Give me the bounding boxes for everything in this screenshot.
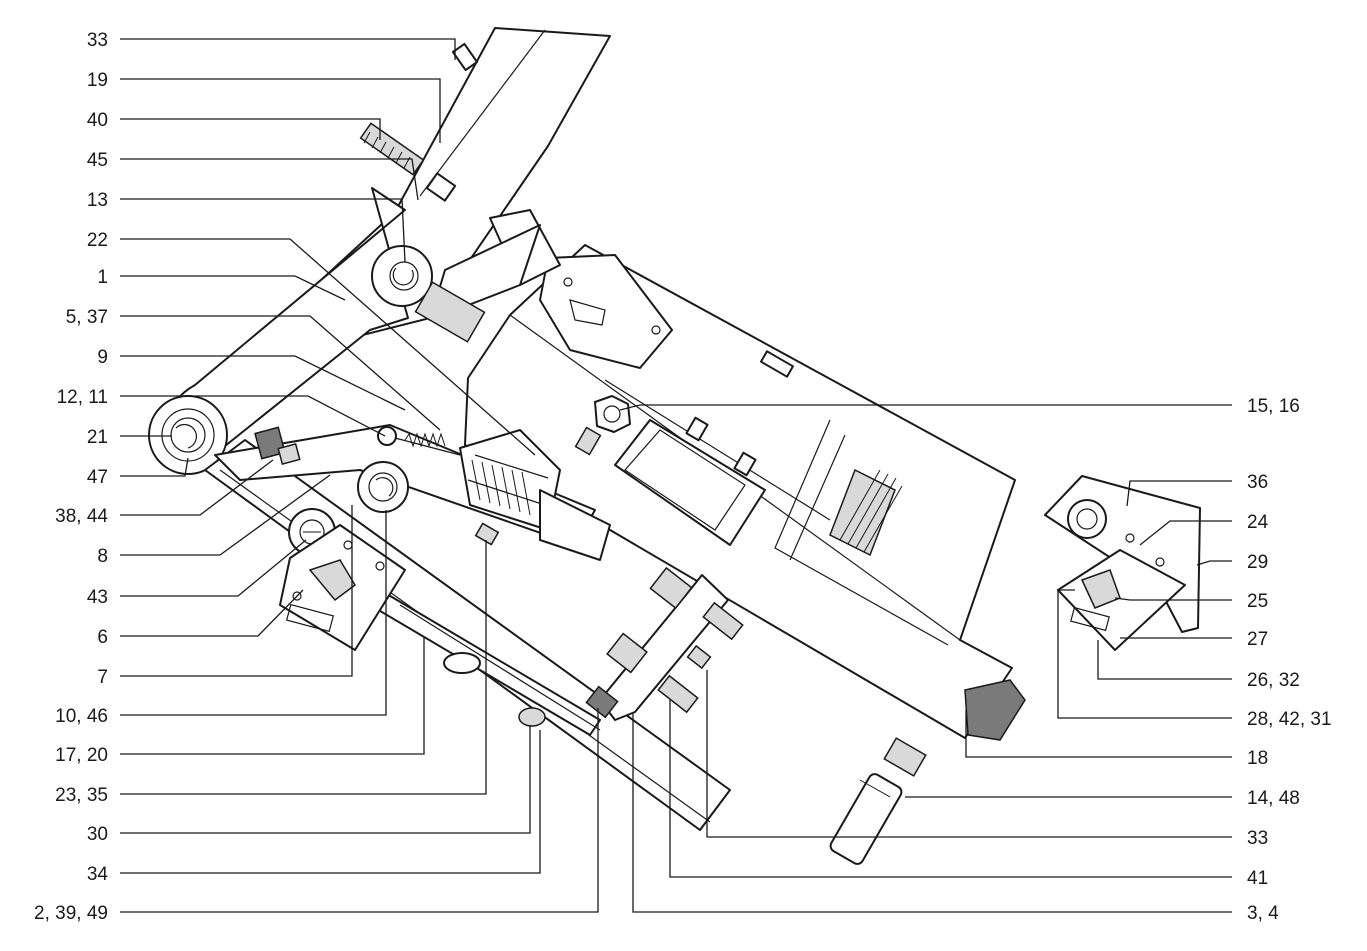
left-callouts: 33 19 40 45 13 22 1 5, 37 9 12, 11 21 47… — [34, 30, 108, 924]
callout-label: 21 — [87, 427, 108, 448]
leader-lines — [120, 38, 1232, 913]
pulley-10 — [357, 461, 409, 513]
part-34 — [443, 652, 481, 674]
callout-label: 17, 20 — [55, 745, 108, 766]
callout-label: 23, 35 — [55, 785, 108, 806]
callout-label: 43 — [87, 587, 108, 608]
callout-label: 3, 4 — [1247, 903, 1279, 924]
screw-14 — [829, 737, 927, 865]
callout-label: 36 — [1247, 472, 1268, 493]
switch-plate — [539, 254, 673, 369]
callout-label: 18 — [1247, 748, 1268, 769]
spring-5 — [394, 432, 461, 456]
callout-label: 26, 32 — [1247, 670, 1300, 691]
callout-label: 34 — [87, 864, 109, 885]
callout-label: 24 — [1247, 512, 1269, 533]
pivot-13 — [371, 245, 433, 307]
eye-bolt-12 — [377, 426, 397, 446]
callout-label: 10, 46 — [55, 706, 108, 727]
callout-label: 14, 48 — [1247, 788, 1300, 809]
callout-label: 2, 39, 49 — [34, 903, 108, 924]
callout-label: 40 — [87, 110, 108, 131]
part-30 — [518, 707, 546, 727]
callout-label: 28, 42, 31 — [1247, 709, 1332, 730]
callout-label: 38, 44 — [55, 506, 108, 527]
cross-bracket — [585, 566, 744, 721]
callout-label: 12, 11 — [57, 387, 108, 408]
callout-label: 5, 37 — [66, 307, 108, 328]
part-23 — [474, 522, 500, 546]
nozzle-grid — [829, 468, 903, 557]
nut-15 — [574, 395, 631, 456]
callout-label: 1 — [97, 267, 108, 288]
callout-label: 9 — [97, 347, 108, 368]
callout-label: 45 — [87, 150, 108, 171]
callout-label: 22 — [87, 230, 108, 251]
callout-label: 6 — [97, 627, 108, 648]
callout-label: 47 — [87, 467, 108, 488]
mechanism-drawing — [148, 27, 1201, 865]
callout-label: 15, 16 — [1247, 396, 1300, 417]
callout-label: 41 — [1247, 868, 1268, 889]
detail-inset — [1044, 475, 1201, 651]
callout-label: 30 — [87, 824, 108, 845]
pin-33-top — [451, 42, 479, 72]
callout-label: 29 — [1247, 552, 1268, 573]
callout-label: 25 — [1247, 591, 1268, 612]
callout-label: 33 — [1247, 828, 1268, 849]
clamp-block — [614, 419, 766, 546]
adjust-screw-40 — [359, 122, 425, 176]
right-callouts: 15, 16 36 24 29 25 27 26, 32 28, 42, 31 … — [1247, 396, 1332, 924]
screw-38 — [254, 426, 301, 465]
callout-label: 19 — [87, 70, 108, 91]
end-cap — [964, 679, 1026, 741]
callout-label: 7 — [97, 667, 108, 688]
callout-label: 13 — [87, 190, 108, 211]
callout-label: 8 — [97, 546, 108, 567]
callout-label: 33 — [87, 30, 108, 51]
callout-label: 27 — [1247, 629, 1268, 650]
